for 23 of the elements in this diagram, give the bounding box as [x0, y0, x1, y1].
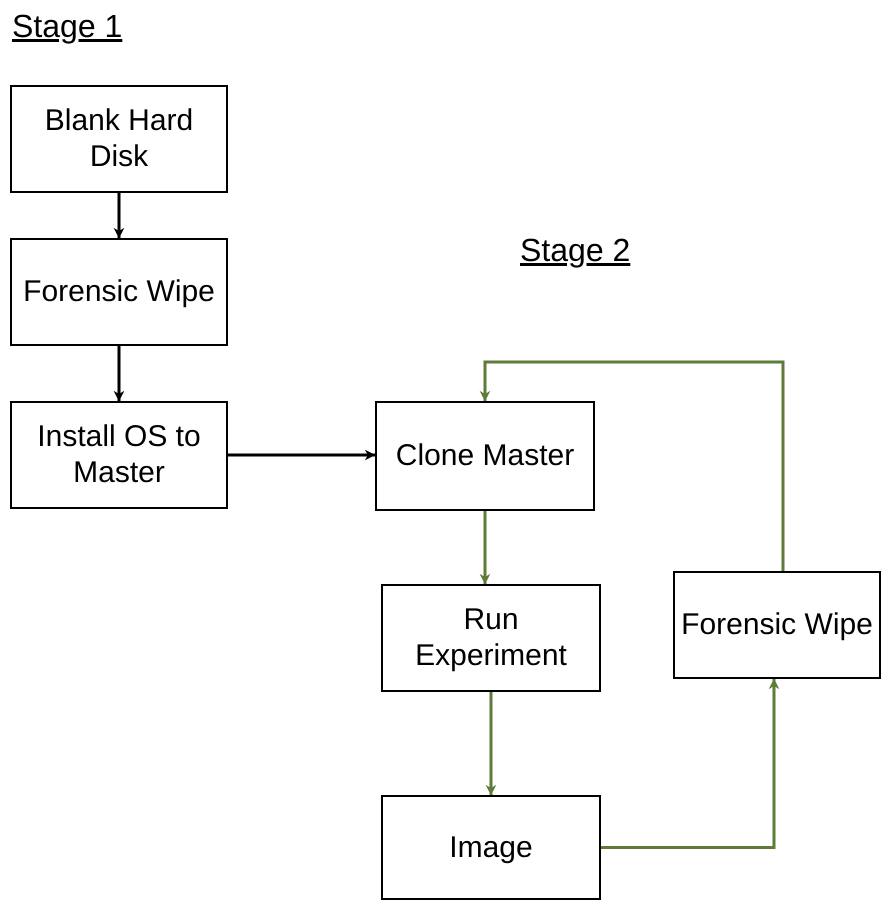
box-label: Forensic Wipe [681, 607, 873, 643]
arrow [114, 193, 124, 239]
process-box [381, 584, 601, 692]
process-box [375, 401, 595, 511]
arrow [228, 450, 376, 460]
box-label: Clone Master [396, 438, 574, 474]
process-box [673, 571, 881, 679]
arrow [480, 511, 490, 585]
process-box [381, 795, 601, 900]
box-label: Blank Hard Disk [44, 103, 194, 175]
box-label: Image [449, 830, 533, 866]
stage-heading: Stage 2 [520, 232, 630, 269]
box-label: Run Experiment [414, 602, 568, 674]
process-box [10, 85, 228, 193]
arrow [114, 346, 124, 402]
arrow [486, 692, 496, 796]
box-label: Forensic Wipe [23, 274, 215, 310]
arrow [480, 360, 784, 571]
box-label: Install OS to Master [36, 419, 202, 491]
arrow [601, 678, 780, 849]
stage-heading: Stage 1 [12, 8, 122, 45]
process-box [10, 238, 228, 346]
process-box [10, 401, 228, 509]
